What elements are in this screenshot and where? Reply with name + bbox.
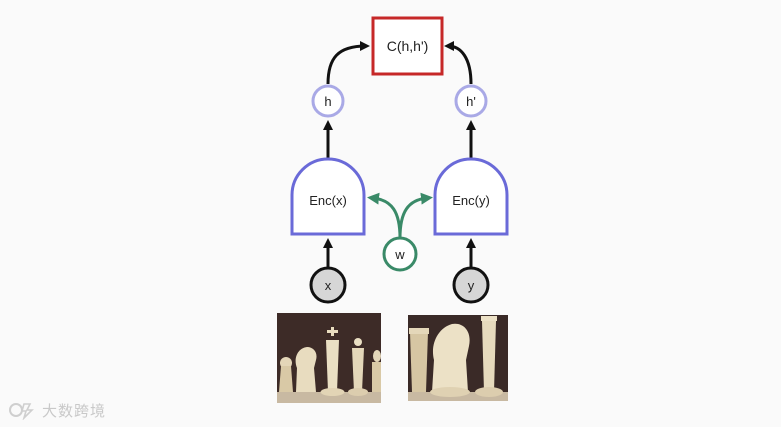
left-encoder-node: Enc(x) [290, 157, 366, 236]
right-to-comparator-arrow [444, 41, 473, 85]
right-chess-image [408, 315, 508, 401]
right-encoder-node: Enc(y) [433, 157, 509, 236]
left-chess-image [277, 313, 381, 403]
comparator-node: C(h,h') [371, 16, 444, 76]
right-hidden-node: h' [454, 84, 488, 118]
shared-weight-node: w [382, 236, 418, 272]
left-encoder-label: Enc(x) [309, 193, 347, 208]
left-hidden-node: h [311, 84, 345, 118]
left-input-node: x [309, 266, 347, 304]
left-to-comparator-arrow [326, 41, 370, 85]
shared-weight-connector [367, 192, 433, 239]
watermark: 大数跨境 [8, 398, 106, 422]
right-encoder-label: Enc(y) [452, 193, 490, 208]
watermark-logo-icon [9, 403, 34, 420]
watermark-text: 大数跨境 [42, 401, 107, 420]
shared-weight-label: w [394, 247, 405, 262]
comparator-label: C(h,h') [387, 38, 429, 54]
left-input-label: x [325, 278, 332, 293]
right-hidden-label: h' [466, 94, 476, 109]
left-hidden-label: h [324, 94, 331, 109]
right-input-label: y [468, 278, 475, 293]
right-input-node: y [452, 266, 490, 304]
